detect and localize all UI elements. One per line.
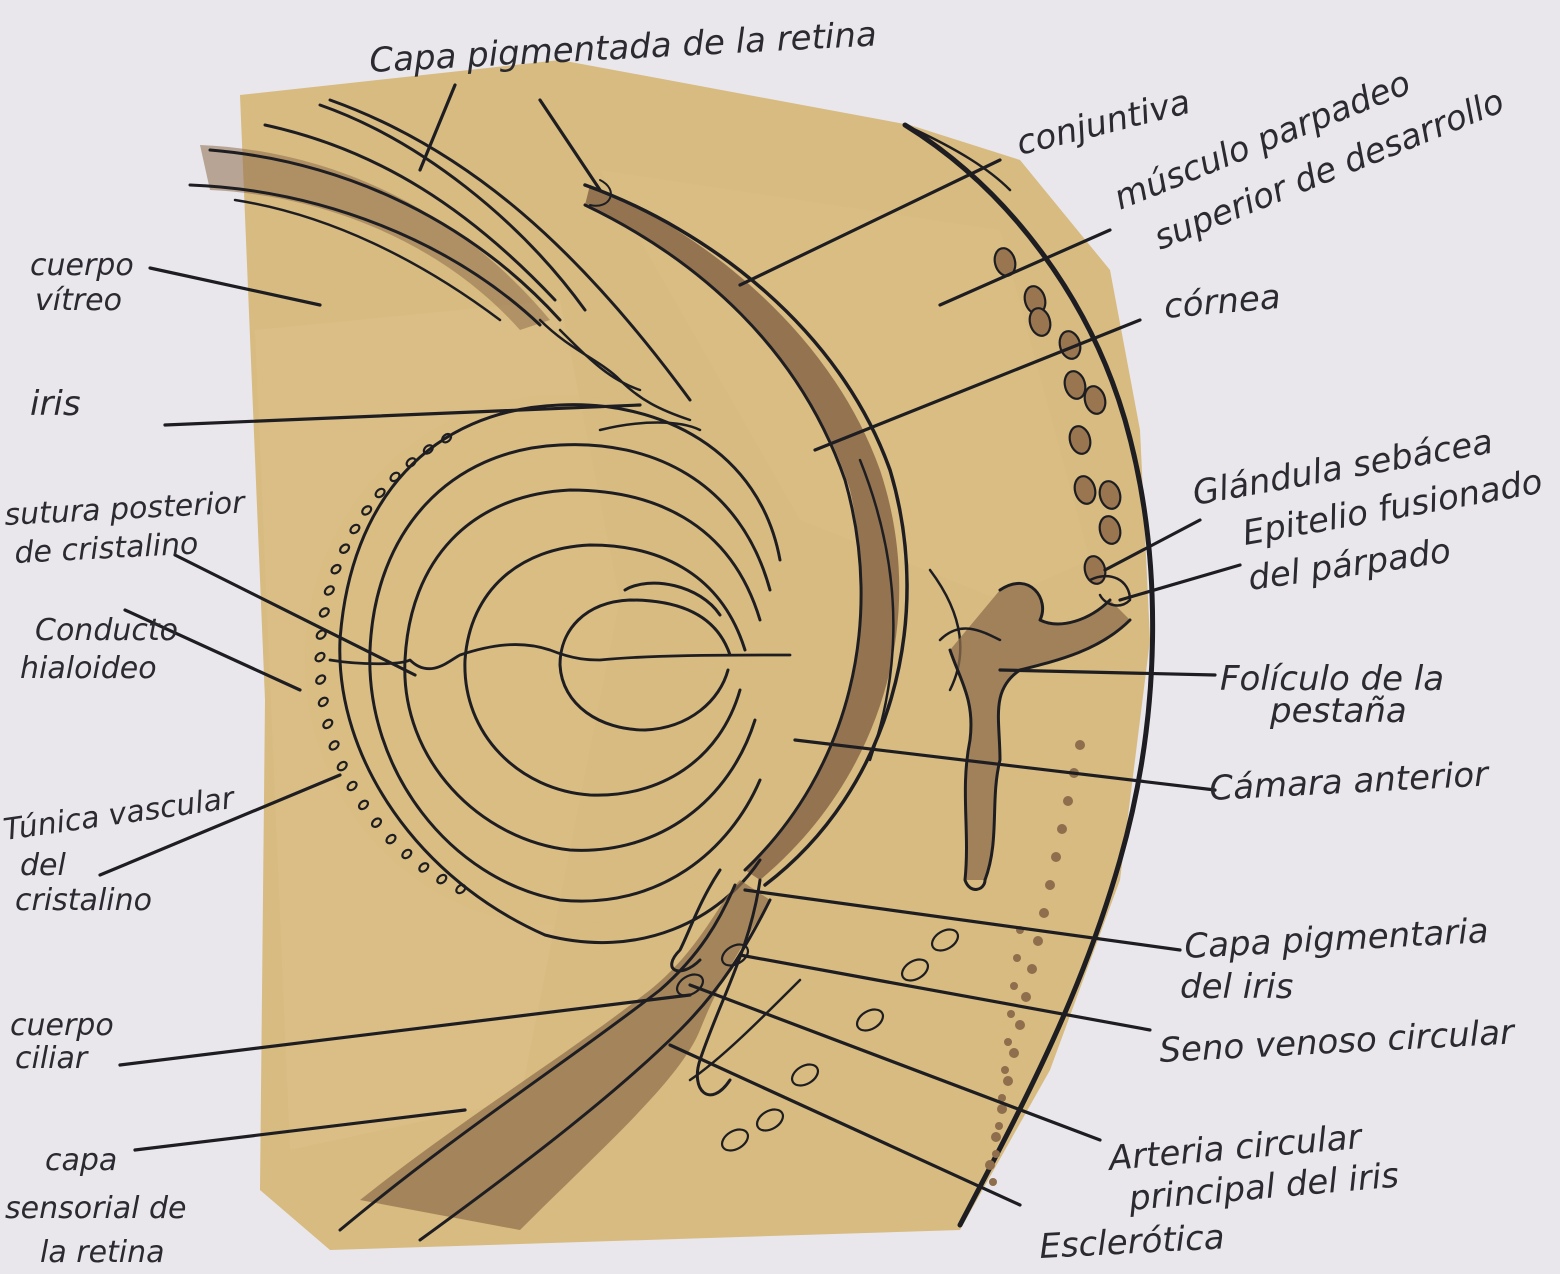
label-camara-anterior: Cámara anterior: [1208, 754, 1491, 809]
sclera-dot: [985, 1160, 995, 1170]
sclera-dot: [995, 1122, 1003, 1130]
label-capa-sensorial-3: la retina: [40, 1235, 165, 1270]
sclera-dot: [1001, 1066, 1009, 1074]
sclera-dot: [1033, 936, 1043, 946]
label-foliculo-2: pestaña: [1269, 691, 1407, 731]
label-cuerpo-vitreo-2: vítreo: [35, 283, 122, 318]
sclera-dot: [1051, 852, 1061, 862]
sclera-dot: [1013, 954, 1021, 962]
label-capa-pigmentada-retina: Capa pigmentada de la retina: [368, 14, 877, 81]
label-capa-sensorial-2: sensorial de: [5, 1191, 187, 1226]
sclera-dot: [1063, 796, 1073, 806]
sclera-dot: [1015, 1020, 1025, 1030]
label-seno-venoso: Seno venoso circular: [1158, 1012, 1517, 1071]
sclera-dot: [1009, 1048, 1019, 1058]
label-conducto-2: hialoideo: [20, 651, 157, 686]
label-capa-pig-iris-2: del iris: [1180, 967, 1293, 1007]
sclera-dot: [1045, 880, 1055, 890]
label-sutura-1: sutura posterior: [4, 485, 247, 533]
label-esclerotica: Esclerótica: [1038, 1217, 1225, 1267]
sclera-dot: [991, 1132, 1001, 1142]
sclera-dot: [992, 1150, 1000, 1158]
label-tunica-1: Túnica vascular: [1, 781, 238, 848]
sclera-dot: [1021, 992, 1031, 1002]
sclera-dot: [1027, 964, 1037, 974]
label-capa-pig-iris-1: Capa pigmentaria: [1183, 911, 1489, 967]
label-cuerpo-ciliar-1: cuerpo: [10, 1008, 114, 1043]
label-iris: iris: [30, 384, 81, 424]
label-cornea: córnea: [1162, 277, 1282, 327]
sclera-dot: [1075, 740, 1085, 750]
label-tunica-2: del: [20, 848, 67, 883]
label-cuerpo-ciliar-2: ciliar: [15, 1041, 89, 1076]
label-cuerpo-vitreo-1: cuerpo: [30, 248, 134, 283]
label-capa-sensorial-1: capa: [45, 1143, 117, 1178]
label-tunica-3: cristalino: [15, 883, 152, 918]
label-sutura-2: de cristalino: [14, 526, 200, 571]
sclera-dot: [1004, 1038, 1012, 1046]
sclera-dot: [989, 1178, 997, 1186]
label-conducto-1: Conducto: [35, 613, 178, 648]
sclera-dot: [1010, 982, 1018, 990]
sclera-dot: [1007, 1010, 1015, 1018]
sclera-dot: [1039, 908, 1049, 918]
label-conjuntiva: conjuntiva: [1013, 82, 1195, 164]
sclera-dot: [1003, 1076, 1013, 1086]
sclera-dot: [1057, 824, 1067, 834]
